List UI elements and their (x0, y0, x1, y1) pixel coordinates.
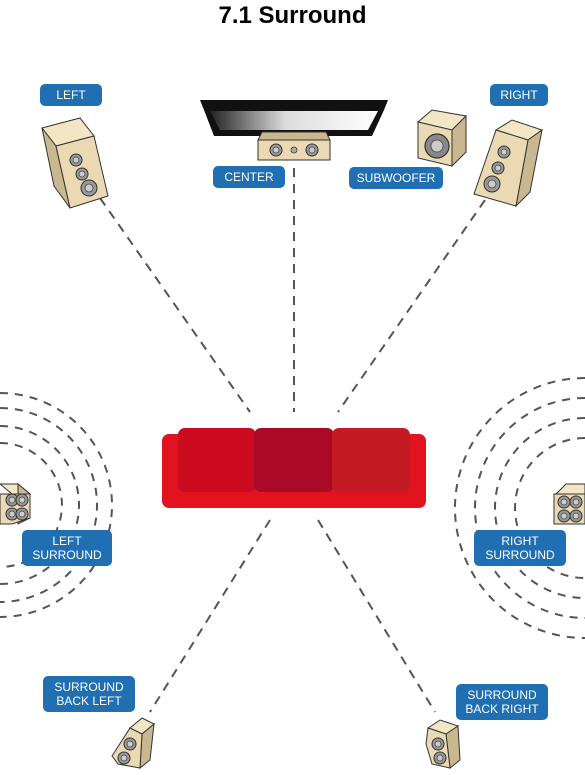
label-surround-back-left: SURROUND BACK LEFT (43, 676, 135, 712)
tv-icon (200, 100, 388, 136)
center-speaker-icon (257, 131, 331, 161)
right-speaker-icon (473, 119, 544, 208)
surround-back-right-speaker-icon (425, 719, 461, 769)
left-speaker-icon (41, 117, 109, 209)
sofa-icon (162, 428, 426, 508)
speaker-lines (99, 168, 486, 713)
label-right-surround: RIGHT SURROUND (474, 530, 566, 566)
label-left: LEFT (40, 84, 102, 106)
line-right (337, 199, 486, 413)
label-center: CENTER (213, 166, 285, 188)
left-surround-speaker-icon (0, 482, 32, 525)
label-subwoofer: SUBWOOFER (349, 167, 443, 189)
label-left-surround: LEFT SURROUND (22, 530, 112, 566)
subwoofer-icon (416, 109, 468, 168)
label-right: RIGHT (490, 84, 548, 106)
surround-back-left-speaker-icon (111, 717, 155, 770)
label-surround-back-right: SURROUND BACK RIGHT (456, 684, 548, 720)
line-left (99, 197, 251, 413)
sound-waves-right (454, 377, 585, 639)
right-surround-speaker-icon (553, 483, 585, 525)
line-surround-back-right (317, 519, 436, 713)
diagram-title: 7.1 Surround (218, 2, 367, 29)
line-surround-back-left (149, 519, 271, 713)
